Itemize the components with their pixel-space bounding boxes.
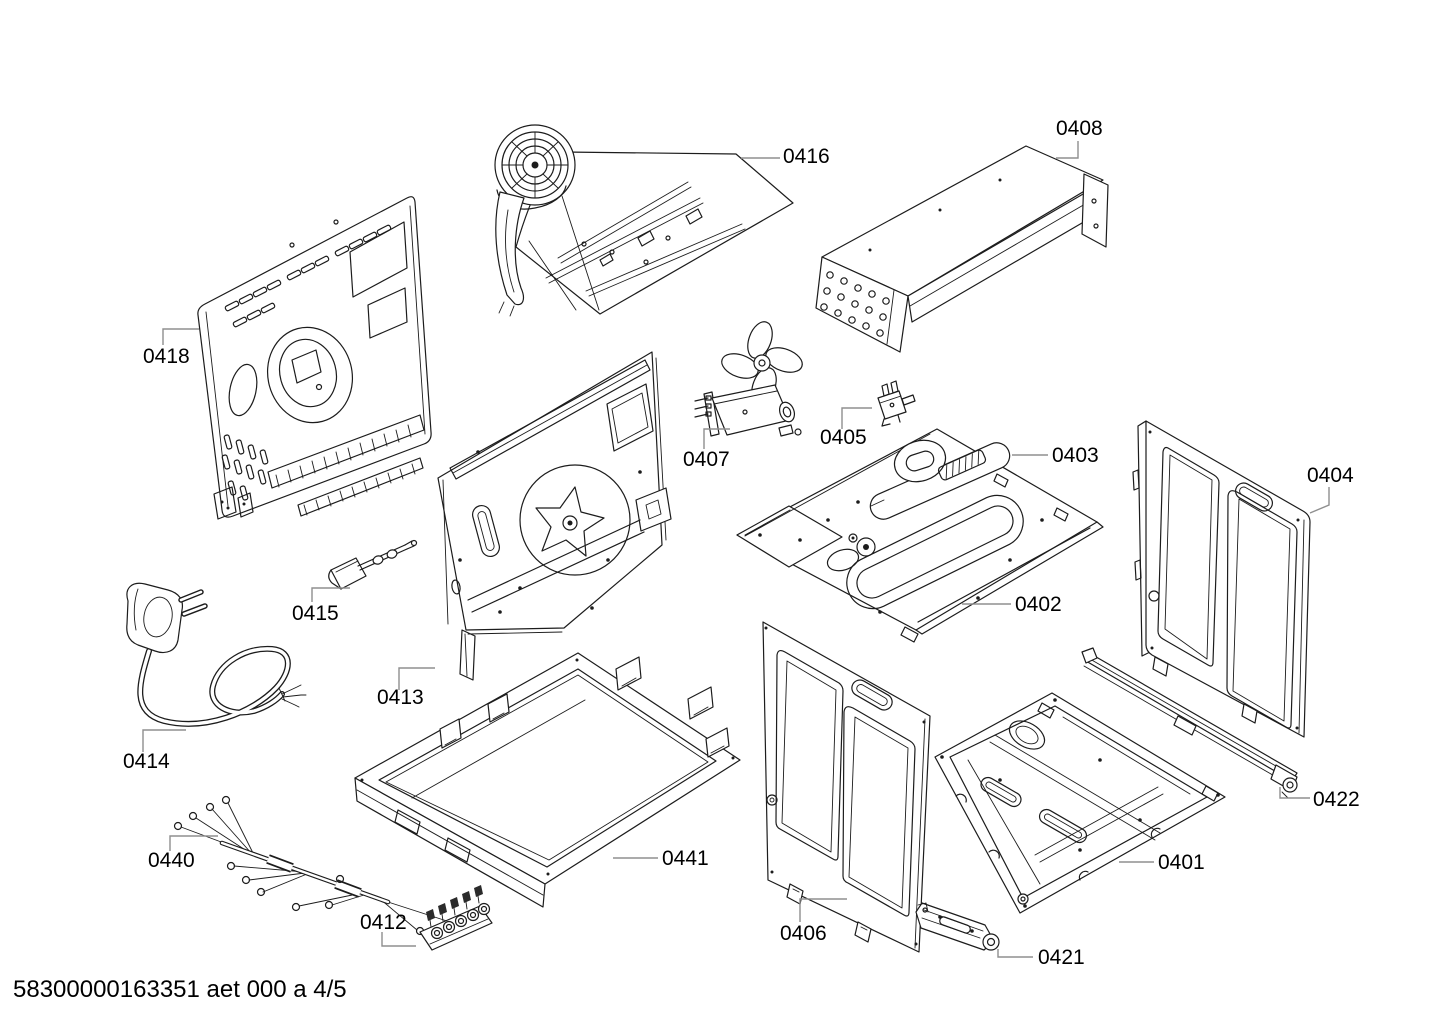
part-drawing-power-cord-0414 bbox=[126, 582, 307, 727]
part-label-0407: 0407 bbox=[683, 448, 730, 471]
part-drawing-side-rail-0422 bbox=[1081, 647, 1298, 799]
part-drawing-switch-0405 bbox=[877, 380, 916, 427]
part-label-0421: 0421 bbox=[1038, 946, 1085, 969]
part-drawing-inner-panel-0413 bbox=[437, 351, 672, 681]
part-label-0418: 0418 bbox=[143, 345, 190, 368]
part-label-0403: 0403 bbox=[1052, 444, 1099, 467]
leader-lines bbox=[142, 141, 1330, 958]
footer-document-number: 58300000163351 aet 000 a 4/5 bbox=[13, 976, 347, 1003]
part-drawing-hinge-rail-0421 bbox=[915, 902, 1000, 951]
part-label-0440: 0440 bbox=[148, 849, 195, 872]
part-label-0405: 0405 bbox=[820, 426, 867, 449]
leader-0422 bbox=[1279, 787, 1310, 799]
leader-0404 bbox=[1309, 487, 1330, 514]
leader-0412 bbox=[381, 932, 416, 947]
part-label-0441: 0441 bbox=[662, 847, 709, 870]
part-drawing-bottom-tray-0441 bbox=[354, 652, 741, 908]
leader-0418 bbox=[162, 328, 199, 345]
part-drawing-cable-harness-0440 bbox=[173, 795, 458, 936]
part-label-0422: 0422 bbox=[1313, 788, 1360, 811]
part-drawing-side-panel-0406 bbox=[762, 621, 931, 953]
part-drawing-top-cover-0408 bbox=[815, 145, 1109, 353]
leader-0408 bbox=[1056, 141, 1079, 159]
leader-0406 bbox=[799, 898, 847, 922]
part-drawing-duct-0403 bbox=[869, 439, 1011, 520]
part-label-0412: 0412 bbox=[360, 911, 407, 934]
leader-0415 bbox=[311, 587, 350, 602]
leader-0413 bbox=[398, 667, 435, 690]
leader-0407 bbox=[703, 428, 730, 449]
part-drawing-side-panel-0404 bbox=[1132, 420, 1311, 738]
part-label-0414: 0414 bbox=[123, 750, 170, 773]
part-drawing-fan-cover-0416 bbox=[494, 124, 794, 317]
part-label-0415: 0415 bbox=[292, 602, 339, 625]
part-label-0404: 0404 bbox=[1307, 464, 1354, 487]
part-drawing-bottom-frame-0401 bbox=[934, 692, 1226, 914]
part-label-0416: 0416 bbox=[783, 145, 830, 168]
part-drawing-terminal-block-0412 bbox=[419, 885, 493, 951]
part-drawing-rear-panel-0418 bbox=[197, 196, 432, 520]
leader-0405 bbox=[841, 407, 872, 429]
part-drawing-bracket-0415 bbox=[328, 539, 418, 590]
part-label-0406: 0406 bbox=[780, 922, 827, 945]
leader-0421 bbox=[997, 949, 1033, 958]
part-label-0401: 0401 bbox=[1158, 851, 1205, 874]
part-labels: 0416 0408 0418 0407 0405 0403 0404 0402 … bbox=[123, 117, 1360, 969]
part-label-0408: 0408 bbox=[1056, 117, 1103, 140]
part-label-0413: 0413 bbox=[377, 686, 424, 709]
part-label-0402: 0402 bbox=[1015, 593, 1062, 616]
part-drawing-upper-panel-0402 bbox=[736, 428, 1104, 643]
part-drawing-fan-motor-0407 bbox=[694, 321, 803, 437]
leader-0414 bbox=[142, 729, 186, 752]
leader-0440 bbox=[169, 835, 218, 851]
